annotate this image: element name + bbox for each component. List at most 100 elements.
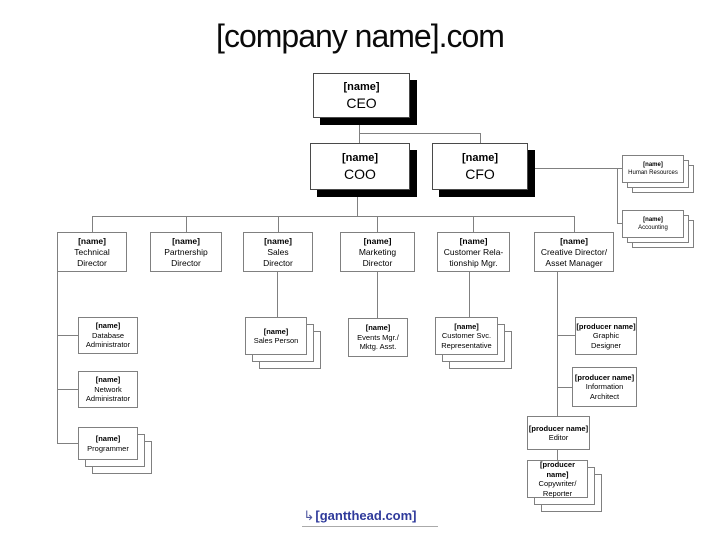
network-administrator-box: [name] Network Administrator <box>78 371 138 408</box>
programmer-name: [name] <box>95 434 121 443</box>
events-mgr-name: [name] <box>365 323 391 333</box>
partnership-director-role: Partnership Director <box>164 246 208 268</box>
node-copywriter-reporter: [producer name] Copywriter/ Reporter <box>527 460 602 512</box>
copywriter-reporter-name: [producer name] <box>539 460 575 479</box>
customer-relationship-mgr-box: [name] Customer Rela- tionship Mgr. <box>437 232 510 272</box>
node-programmer: [name] Programmer <box>78 427 152 474</box>
connector-creative-trunk <box>557 272 558 416</box>
connector-drop-customer-rel <box>473 216 474 232</box>
database-administrator-name: [name] <box>95 321 121 331</box>
connector-director-distributor <box>92 216 574 217</box>
cfo-name: [name] <box>461 151 499 164</box>
node-customer-relationship-mgr: [name] Customer Rela- tionship Mgr. <box>437 232 510 272</box>
node-events-mgr: [name] Events Mgr./ Mktg. Asst. <box>348 318 408 357</box>
accounting-box: [name] Accounting <box>622 210 684 238</box>
connector-stub-db-admin <box>57 335 78 336</box>
human-resources-role: Human Resources <box>628 170 678 176</box>
node-partnership-director: [name] Partnership Director <box>150 232 222 272</box>
connector-coo-down <box>357 197 358 216</box>
node-ceo: [name] CEO <box>313 73 410 118</box>
human-resources-name: [name] <box>643 162 663 168</box>
bent-arrow-icon: ↳ <box>303 508 315 523</box>
accounting-name: [name] <box>643 217 663 223</box>
marketing-director-role: Marketing Director <box>358 246 397 268</box>
customer-svc-representative-role: Customer Svc. Representative <box>441 331 492 350</box>
accounting-role: Accounting <box>638 225 668 231</box>
sales-director-box: [name] Sales Director <box>243 232 313 272</box>
technical-director-role: Technical Director <box>74 246 110 268</box>
editor-name: [producer name] <box>528 423 589 433</box>
node-information-architect: [producer name] Information Architect <box>572 367 637 407</box>
logo-shadow-line <box>302 526 438 527</box>
events-mgr-box: [name] Events Mgr./ Mktg. Asst. <box>348 318 408 357</box>
marketing-director-name: [name] <box>363 235 392 246</box>
editor-box: [producer name] Editor <box>527 416 590 450</box>
coo-box: [name] COO <box>310 143 410 190</box>
node-graphic-designer: [producer name] Graphic Designer <box>575 317 637 355</box>
node-cfo: [name] CFO <box>432 143 528 190</box>
connector-drop-creative <box>574 216 575 232</box>
information-architect-name: [producer name] <box>574 372 635 382</box>
programmer-role: Programmer <box>87 443 129 453</box>
customer-relationship-mgr-role: Customer Rela- tionship Mgr. <box>443 246 504 268</box>
connector-stub-net-admin <box>57 389 78 390</box>
node-human-resources: [name] Human Resources <box>622 155 694 193</box>
information-architect-box: [producer name] Information Architect <box>572 367 637 407</box>
cfo-role: CFO <box>465 165 495 182</box>
technical-director-box: [name] Technical Director <box>57 232 127 272</box>
sales-person-box: [name] Sales Person <box>245 317 307 355</box>
connector-editor-copywriter <box>557 450 558 460</box>
node-coo: [name] COO <box>310 143 410 190</box>
node-technical-director: [name] Technical Director <box>57 232 127 272</box>
database-administrator-role: Database Administrator <box>85 330 131 350</box>
sales-director-name: [name] <box>264 235 292 246</box>
connector-sales-down <box>277 272 278 317</box>
node-sales-person: [name] Sales Person <box>245 317 321 369</box>
sales-director-role: Sales Director <box>263 246 293 268</box>
graphic-designer-box: [producer name] Graphic Designer <box>575 317 637 355</box>
programmer-box: [name] Programmer <box>78 427 138 460</box>
connector-ceo-cfo-horizontal <box>359 133 481 134</box>
human-resources-box: [name] Human Resources <box>622 155 684 183</box>
cfo-box: [name] CFO <box>432 143 528 190</box>
node-network-administrator: [name] Network Administrator <box>78 371 138 408</box>
information-architect-role: Information Architect <box>585 382 624 401</box>
creative-director-box: [name] Creative Director/ Asset Manager <box>534 232 614 272</box>
connector-cfo-hr <box>535 168 622 169</box>
connector-drop-marketing <box>377 216 378 232</box>
coo-name: [name] <box>341 151 379 164</box>
connector-drop-technical <box>92 216 93 232</box>
ceo-name: [name] <box>343 80 380 93</box>
gantthead-logo-text: [gantthead.com] <box>315 508 417 523</box>
coo-role: COO <box>344 165 376 182</box>
ceo-role: CEO <box>346 94 377 111</box>
connector-stub-info-arch <box>557 387 572 388</box>
connector-accounting-stub <box>617 223 622 224</box>
creative-director-role: Creative Director/ Asset Manager <box>540 246 608 268</box>
ceo-box: [name] CEO <box>313 73 410 118</box>
sales-person-role: Sales Person <box>253 336 299 345</box>
graphic-designer-name: [producer name] <box>576 321 636 331</box>
connector-marketing-down <box>377 272 378 318</box>
connector-drop-partnership <box>186 216 187 232</box>
node-editor: [producer name] Editor <box>527 416 590 450</box>
node-creative-director: [name] Creative Director/ Asset Manager <box>534 232 614 272</box>
connector-cfo-drop <box>480 133 481 143</box>
customer-svc-representative-name: [name] <box>454 321 479 331</box>
node-marketing-director: [name] Marketing Director <box>340 232 415 272</box>
creative-director-name: [name] <box>560 235 588 246</box>
page-title: [company name].com <box>216 18 505 54</box>
node-sales-director: [name] Sales Director <box>243 232 313 272</box>
connector-drop-sales <box>278 216 279 232</box>
gantthead-logo[interactable]: ↳[gantthead.com] <box>0 508 720 524</box>
connector-ceo-down <box>359 118 360 143</box>
copywriter-reporter-role: Copywriter/ Reporter <box>538 479 577 498</box>
network-administrator-name: [name] <box>95 375 121 385</box>
copywriter-reporter-box: [producer name] Copywriter/ Reporter <box>527 460 588 498</box>
connector-technical-trunk <box>57 272 58 443</box>
partnership-director-box: [name] Partnership Director <box>150 232 222 272</box>
marketing-director-box: [name] Marketing Director <box>340 232 415 272</box>
customer-relationship-mgr-name: [name] <box>459 235 488 246</box>
sales-person-name: [name] <box>263 326 289 336</box>
